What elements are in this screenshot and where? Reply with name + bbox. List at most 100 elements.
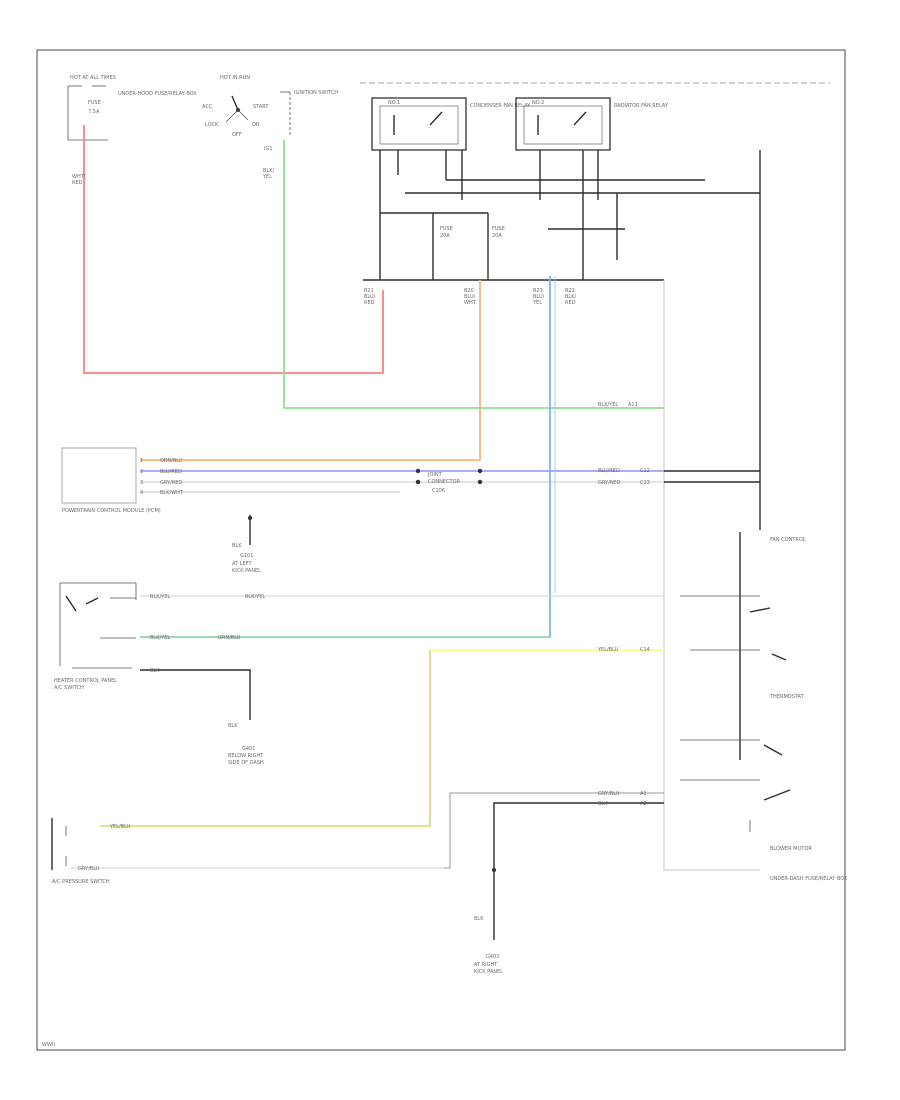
wire-lightblue [140, 276, 551, 638]
svg-text:CONDENSER FAN RELAY: CONDENSER FAN RELAY [470, 103, 531, 109]
svg-text:IG1: IG1 [264, 146, 273, 152]
svg-text:B21: B21 [364, 288, 374, 294]
svg-text:KICK PANEL: KICK PANEL [232, 568, 261, 574]
svg-text:BLK: BLK [474, 916, 484, 922]
svg-text:ORN/BLU: ORN/BLU [160, 458, 183, 464]
svg-text:HEATER CONTROL PANEL: HEATER CONTROL PANEL [54, 678, 117, 684]
svg-text:GRN/BLU: GRN/BLU [218, 635, 241, 641]
svg-text:BLK: BLK [228, 723, 238, 729]
wire-red [83, 125, 384, 374]
svg-text:BLK/YEL: BLK/YEL [150, 635, 170, 641]
svg-text:RADIATOR FAN RELAY: RADIATOR FAN RELAY [614, 103, 669, 109]
svg-text:AT LEFT: AT LEFT [232, 561, 252, 567]
svg-text:KICK PANEL: KICK PANEL [474, 969, 503, 975]
svg-text:G401: G401 [242, 746, 255, 752]
svg-text:GRY/RED: GRY/RED [160, 480, 182, 486]
svg-text:RED: RED [364, 300, 375, 306]
svg-text:2: 2 [140, 469, 143, 475]
pcm-outline [663, 280, 760, 871]
svg-text:UNDER-DASH FUSE/RELAY BOX: UNDER-DASH FUSE/RELAY BOX [770, 876, 848, 882]
svg-text:YEL/BLU: YEL/BLU [109, 824, 131, 830]
svg-text:NO.1: NO.1 [388, 100, 400, 106]
wire-green [283, 140, 664, 409]
svg-text:YEL: YEL [262, 174, 272, 180]
svg-text:3: 3 [140, 480, 143, 486]
svg-text:GRY/BLU: GRY/BLU [598, 791, 620, 797]
underdash-fuse-box: BLOWER MOTOR UNDER-DASH FUSE/RELAY BOX [680, 779, 848, 882]
svg-text:ACC: ACC [202, 104, 213, 110]
svg-text:BLK/: BLK/ [565, 294, 576, 300]
svg-text:BLU/: BLU/ [464, 294, 476, 300]
svg-text:A1: A1 [640, 791, 647, 797]
svg-text:BLK: BLK [232, 543, 242, 549]
svg-text:RED: RED [565, 300, 576, 306]
svg-text:UNDER-HOOD FUSE/RELAY BOX: UNDER-HOOD FUSE/RELAY BOX [118, 91, 197, 97]
svg-text:SIDE OF DASH: SIDE OF DASH [228, 760, 264, 766]
svg-text:NO.2: NO.2 [532, 100, 544, 106]
svg-text:A/C SWITCH: A/C SWITCH [54, 685, 84, 691]
svg-text:THERMOSTAT: THERMOSTAT [769, 694, 805, 700]
svg-text:OFF: OFF [232, 132, 242, 138]
svg-text:BLK: BLK [598, 801, 608, 807]
wire-black-g402 [493, 802, 664, 940]
condenser-fan-relay: CONDENSER FAN RELAY NO.1 [371, 97, 531, 151]
svg-text:IGNITION SWITCH: IGNITION SWITCH [294, 90, 338, 96]
svg-text:G402: G402 [486, 954, 499, 960]
svg-text:ON: ON [252, 122, 260, 128]
svg-text:FUSE: FUSE [88, 100, 101, 106]
svg-text:WHT/: WHT/ [72, 174, 86, 180]
svg-text:A/C PRESSURE SWITCH: A/C PRESSURE SWITCH [52, 879, 110, 885]
relay-wiring [363, 150, 761, 530]
svg-text:GRY/BLU: GRY/BLU [78, 866, 100, 872]
ground-g101: BLK G101 AT LEFT KICK PANEL [232, 515, 261, 574]
svg-text:YEL/BLU: YEL/BLU [597, 647, 619, 653]
svg-text:BLU/: BLU/ [533, 294, 545, 300]
svg-text:FAN CONTROL: FAN CONTROL [770, 537, 806, 543]
svg-text:FUSE: FUSE [492, 226, 505, 232]
svg-text:JOINT: JOINT [427, 472, 443, 478]
ignition-switch: HOT IN RUN ACC START LOCK ON OFF IGNITIO… [202, 75, 338, 152]
underhood-fuse-box: HOT AT ALL TIMES UNDER-HOOD FUSE/RELAY B… [67, 75, 197, 141]
svg-text:B22: B22 [565, 288, 575, 294]
svg-text:BLK/YEL: BLK/YEL [150, 594, 170, 600]
svg-text:20A: 20A [492, 233, 502, 239]
svg-text:BLK: BLK [150, 668, 160, 674]
diagram-frame [36, 49, 846, 1051]
a-c-pressure-switch: GRY/BLU A/C PRESSURE SWITCH [51, 818, 444, 885]
wire-black-g401 [140, 669, 251, 720]
svg-text:C14: C14 [640, 647, 650, 653]
svg-text:GRY/RED: GRY/RED [598, 480, 620, 486]
svg-text:CONNECTOR: CONNECTOR [428, 479, 461, 485]
svg-text:BLK/: BLK/ [263, 168, 274, 174]
svg-text:WHT: WHT [464, 300, 477, 306]
svg-text:BLK/YEL: BLK/YEL [245, 594, 265, 600]
svg-text:C12: C12 [640, 468, 650, 474]
svg-text:BELOW RIGHT: BELOW RIGHT [228, 753, 264, 759]
fan-control: FAN CONTROL THERMOSTAT [680, 532, 806, 760]
svg-text:HOT IN RUN: HOT IN RUN [220, 75, 250, 81]
svg-text:A2: A2 [640, 801, 647, 807]
svg-text:AT RIGHT: AT RIGHT [474, 962, 498, 968]
svg-text:FUSE: FUSE [440, 226, 453, 232]
svg-text:BLU/RED: BLU/RED [598, 468, 620, 474]
svg-text:G101: G101 [240, 553, 253, 559]
svg-text:BLU/RED: BLU/RED [160, 469, 182, 475]
wire-yellow [100, 649, 664, 827]
svg-text:1: 1 [140, 458, 143, 464]
svg-text:B20: B20 [464, 288, 474, 294]
svg-text:RED: RED [72, 180, 83, 186]
svg-text:BLK/WHT: BLK/WHT [160, 490, 184, 496]
corner-code: WW0 [42, 1042, 55, 1048]
svg-text:C13: C13 [640, 480, 650, 486]
svg-text:20A: 20A [440, 233, 450, 239]
svg-text:BLU/: BLU/ [364, 294, 376, 300]
wire-orange [140, 280, 481, 461]
svg-text:HOT AT ALL TIMES: HOT AT ALL TIMES [70, 75, 116, 81]
svg-text:BLOWER MOTOR: BLOWER MOTOR [770, 846, 812, 852]
radiator-fan-relay: RADIATOR FAN RELAY NO.2 [515, 97, 669, 151]
svg-text:A11: A11 [628, 402, 638, 408]
svg-text:LOCK: LOCK [205, 122, 219, 128]
